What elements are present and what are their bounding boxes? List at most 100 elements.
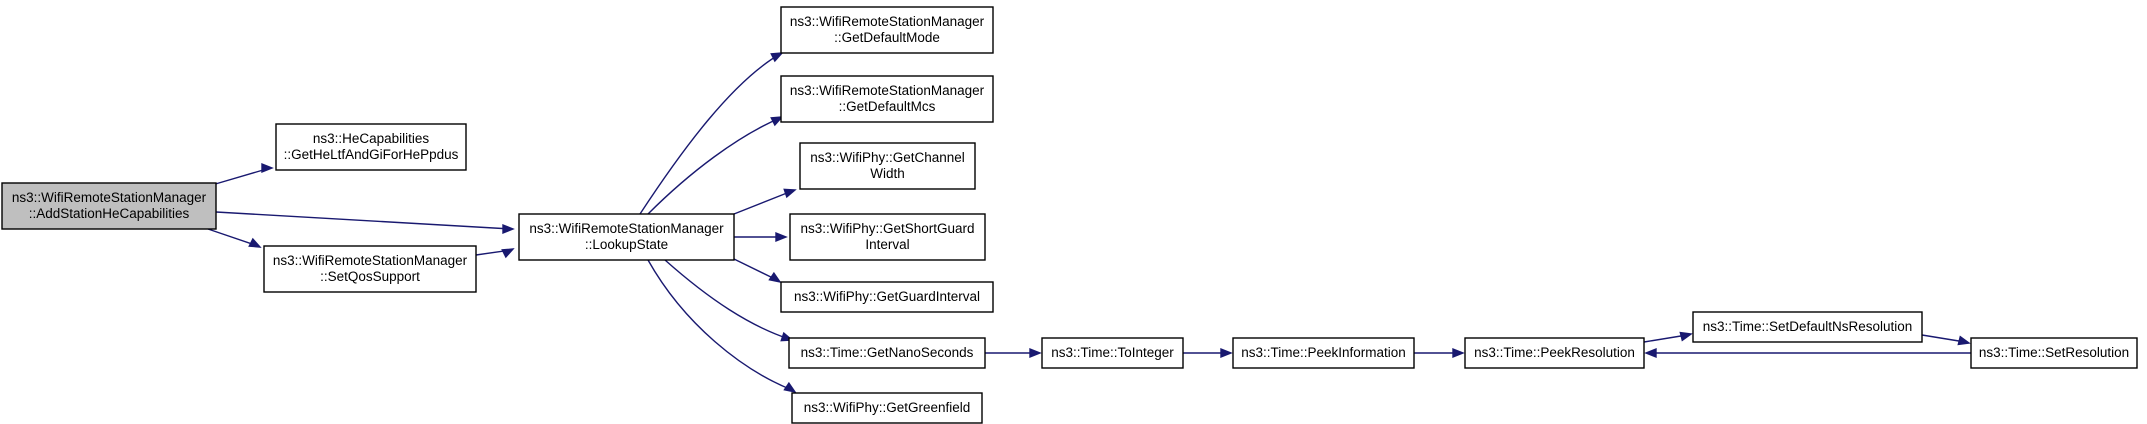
edge-line: [733, 258, 778, 281]
node-set_res[interactable]: ns3::Time::SetResolution: [1970, 337, 2138, 369]
edge-line: [215, 211, 512, 230]
node-def_mode[interactable]: ns3::WifiRemoteStationManager::GetDefaul…: [780, 6, 994, 54]
edge-add_he-to-set_qos: [207, 228, 262, 248]
node-label: ns3::Time::SetDefaultNsResolution: [1703, 319, 1913, 334]
edge-set_qos-to-lookup: [475, 248, 515, 259]
edge-add_he-to-lookup: [215, 211, 515, 235]
node-label: ns3::Time::GetNanoSeconds: [801, 345, 974, 360]
edge-line: [664, 259, 790, 340]
node-box[interactable]: [263, 245, 477, 293]
edge-lookup-to-guard_int: [733, 258, 782, 284]
edge-line: [211, 167, 271, 186]
arrow-head-icon: [783, 188, 797, 199]
node-box[interactable]: [799, 142, 976, 190]
node-greenfield[interactable]: ns3::WifiPhy::GetGreenfield: [791, 392, 983, 424]
edge-to_int-to-peek_info: [1183, 347, 1233, 359]
edge-add_he-to-he_ltf: [211, 162, 274, 186]
arrow-head-icon: [783, 381, 797, 394]
node-label: ::GetDefaultMcs: [839, 99, 936, 114]
edge-nano-to-to_int: [985, 347, 1042, 359]
node-box[interactable]: [1041, 337, 1184, 369]
edge-lookup-to-nano: [664, 259, 794, 342]
node-label: ns3::HeCapabilities: [313, 131, 430, 146]
edge-lookup-to-greenfield: [647, 259, 797, 394]
node-label: ns3::WifiPhy::GetChannel: [810, 150, 965, 165]
arrow-head-icon: [502, 223, 515, 235]
node-label: ns3::Time::PeekInformation: [1241, 345, 1406, 360]
arrow-head-icon: [768, 271, 782, 284]
edges-layer: [207, 52, 1971, 394]
node-label: ns3::WifiPhy::GetGreenfield: [804, 400, 971, 415]
arrow-head-icon: [1644, 347, 1657, 359]
arrow-head-icon: [770, 52, 784, 63]
edge-lookup-to-def_mode: [639, 52, 784, 215]
arrow-head-icon: [775, 231, 788, 243]
node-peek_res[interactable]: ns3::Time::PeekResolution: [1464, 337, 1645, 369]
edge-line: [733, 190, 793, 215]
node-label: ns3::WifiPhy::GetShortGuard: [800, 221, 974, 236]
node-box[interactable]: [789, 213, 986, 261]
arrow-head-icon: [770, 116, 784, 127]
node-label: ns3::WifiPhy::GetGuardInterval: [794, 289, 980, 304]
node-to_int[interactable]: ns3::Time::ToInteger: [1041, 337, 1184, 369]
node-box[interactable]: [780, 281, 994, 313]
node-label: ns3::WifiRemoteStationManager: [529, 221, 724, 236]
node-box[interactable]: [1970, 337, 2138, 369]
node-box[interactable]: [275, 123, 467, 171]
edge-peek_info-to-peek_res: [1414, 347, 1465, 359]
arrow-head-icon: [1029, 347, 1042, 359]
node-box[interactable]: [780, 6, 994, 54]
node-label: ::GetHeLtfAndGiForHePpdus: [284, 147, 459, 162]
node-label: ns3::WifiRemoteStationManager: [790, 14, 985, 29]
node-label: Interval: [865, 237, 909, 252]
arrow-head-icon: [261, 162, 274, 174]
node-label: ns3::WifiRemoteStationManager: [273, 253, 468, 268]
node-label: ::AddStationHeCapabilities: [29, 206, 190, 221]
node-label: ::SetQosSupport: [320, 269, 420, 284]
arrow-head-icon: [1452, 347, 1465, 359]
edge-line: [647, 259, 793, 391]
node-label: ns3::Time::ToInteger: [1051, 345, 1174, 360]
node-set_qos[interactable]: ns3::WifiRemoteStationManager::SetQosSup…: [263, 245, 477, 293]
node-label: Width: [870, 166, 905, 181]
arrow-head-icon: [1220, 347, 1233, 359]
edge-lookup-to-def_mcs: [647, 116, 784, 215]
node-box[interactable]: [1, 182, 217, 230]
arrow-head-icon: [1679, 331, 1693, 342]
arrow-head-icon: [248, 237, 262, 248]
node-he_ltf[interactable]: ns3::HeCapabilities::GetHeLtfAndGiForHeP…: [275, 123, 467, 171]
node-box[interactable]: [780, 75, 994, 123]
arrow-head-icon: [501, 248, 515, 259]
node-label: ns3::Time::PeekResolution: [1474, 345, 1635, 360]
node-add_he[interactable]: ns3::WifiRemoteStationManager::AddStatio…: [1, 182, 217, 230]
node-set_def_ns[interactable]: ns3::Time::SetDefaultNsResolution: [1692, 311, 1923, 343]
edge-set_res-to-peek_res: [1644, 347, 1971, 359]
node-box[interactable]: [1692, 311, 1923, 343]
node-box[interactable]: [1464, 337, 1645, 369]
edge-line: [1921, 334, 1966, 343]
nodes-layer: ns3::WifiRemoteStationManager::AddStatio…: [1, 6, 2138, 424]
edge-lookup-to-chan_width: [733, 188, 797, 215]
node-label: ::GetDefaultMode: [834, 30, 940, 45]
edge-lookup-to-short_gi: [734, 231, 788, 243]
node-label: ns3::WifiRemoteStationManager: [790, 83, 985, 98]
edge-line: [639, 53, 781, 215]
node-box[interactable]: [518, 213, 735, 261]
edge-set_def_ns-to-set_res: [1921, 334, 1971, 346]
edge-line: [1643, 334, 1688, 343]
edge-peek_res-to-set_def_ns: [1643, 331, 1693, 343]
node-nano[interactable]: ns3::Time::GetNanoSeconds: [788, 337, 986, 369]
arrow-head-icon: [1957, 335, 1971, 346]
node-guard_int[interactable]: ns3::WifiPhy::GetGuardInterval: [780, 281, 994, 313]
node-def_mcs[interactable]: ns3::WifiRemoteStationManager::GetDefaul…: [780, 75, 994, 123]
node-box[interactable]: [788, 337, 986, 369]
edge-line: [647, 117, 781, 215]
node-peek_info[interactable]: ns3::Time::PeekInformation: [1232, 337, 1415, 369]
node-box[interactable]: [1232, 337, 1415, 369]
node-lookup[interactable]: ns3::WifiRemoteStationManager::LookupSta…: [518, 213, 735, 261]
node-box[interactable]: [791, 392, 983, 424]
node-label: ::LookupState: [585, 237, 668, 252]
